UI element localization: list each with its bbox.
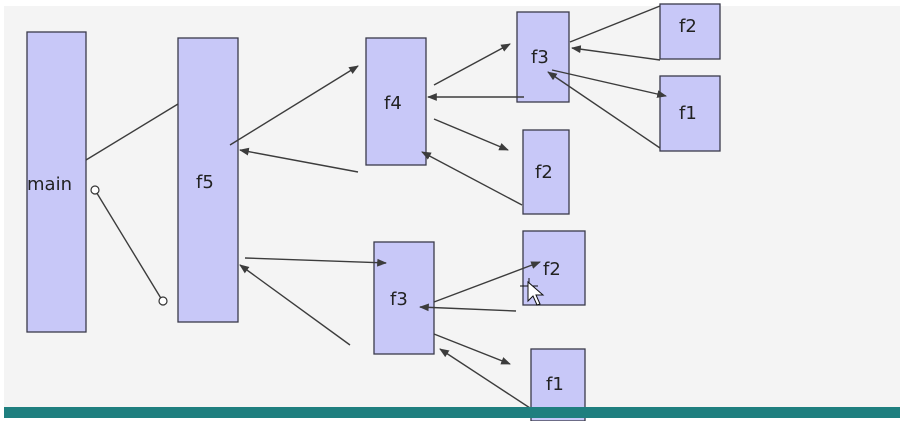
stick-top-circle	[90, 185, 100, 195]
f3-lower-to-f1-lower-arrow	[433, 333, 511, 365]
bottom-bar	[4, 407, 900, 418]
f5-to-f3-lower-arrow	[244, 257, 387, 267]
f3-lower-label: f3	[390, 289, 408, 310]
f3-upper-to-f2-top-line	[569, 5, 661, 43]
f5-to-f4-arrow	[229, 65, 359, 146]
f2-mid-box	[522, 129, 570, 215]
f1-top-return-to-f3-upper-arrow	[547, 71, 661, 149]
f3-upper-label: f3	[531, 47, 549, 68]
f2-lower-return-to-f3-lower-arrow	[419, 303, 517, 312]
mouse-pointer-icon	[520, 278, 545, 306]
f2-mid-return-to-f4-arrow	[421, 151, 523, 206]
f2-mid-label: f2	[535, 162, 553, 183]
f3-lower-return-to-f5-arrow	[239, 264, 351, 346]
stick-bottom-circle	[158, 296, 168, 306]
main-to-f5-line	[85, 103, 179, 161]
f1-top-label: f1	[679, 103, 697, 124]
main-pointer-stick	[94, 189, 163, 301]
f1-lower-return-to-f3-lower-arrow	[439, 348, 531, 409]
f5-label: f5	[196, 172, 214, 193]
main-label: main	[27, 174, 72, 195]
f2-top-box	[659, 3, 721, 60]
f1-top-box	[659, 75, 721, 152]
f3-upper-to-f1-top-arrow	[551, 69, 667, 98]
f3-upper-box	[516, 11, 570, 103]
f4-to-f2-mid-arrow	[433, 118, 509, 151]
main-box	[26, 31, 87, 333]
f2-top-label: f2	[679, 16, 697, 37]
f5-box	[177, 37, 239, 323]
f4-box	[365, 37, 427, 166]
f2-lower-label: f2	[543, 259, 561, 280]
f4-label: f4	[384, 93, 402, 114]
f1-lower-label: f1	[546, 374, 564, 395]
f4-to-f3-upper-arrow	[433, 43, 511, 86]
f4-return-to-f5-arrow	[239, 147, 359, 173]
f3-lower-to-f2-lower-arrow	[433, 261, 541, 303]
slide-background	[4, 6, 900, 408]
f2-top-return-to-f3-upper-arrow	[571, 45, 661, 61]
